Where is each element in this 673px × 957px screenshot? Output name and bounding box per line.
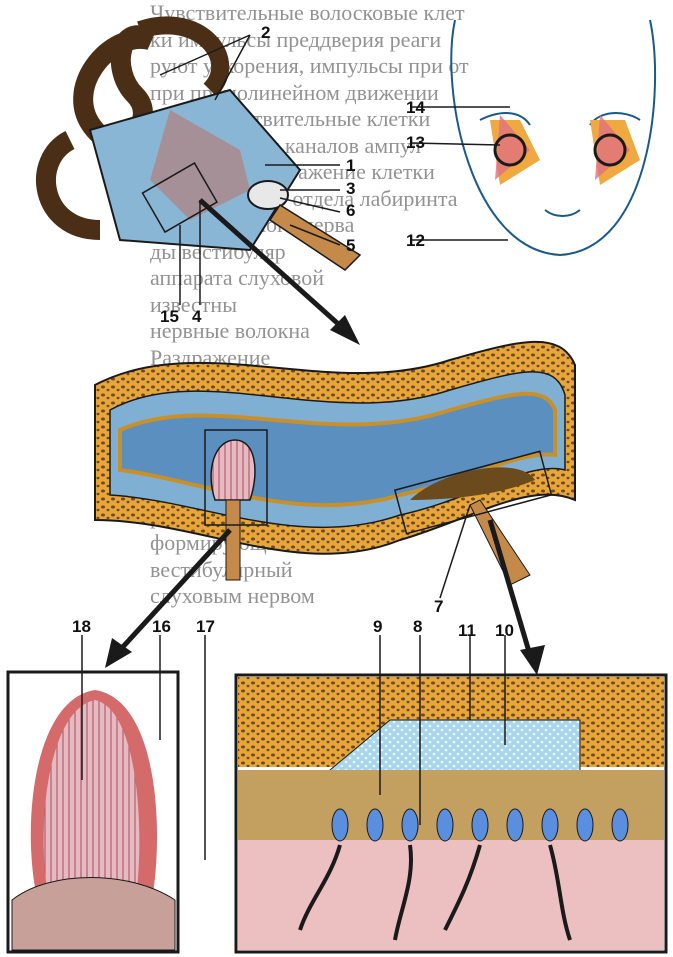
inset-box-macula — [141, 162, 219, 234]
label-2: 2 — [261, 23, 270, 42]
mouth — [544, 209, 581, 217]
saccule — [247, 180, 289, 210]
pointer-arrow — [198, 198, 347, 332]
text-line: вестибулярный — [150, 556, 293, 582]
macula — [410, 467, 535, 500]
connective-tissue — [238, 840, 664, 950]
label-13: 13 — [406, 133, 425, 152]
hair-cell — [401, 808, 419, 842]
cupula-fibers — [43, 700, 140, 905]
cupula — [210, 439, 256, 501]
text-line: нервные волокна — [150, 318, 310, 343]
labyrinth-figure — [36, 16, 362, 271]
hair-cell — [331, 808, 349, 842]
label-17: 17 — [196, 617, 215, 636]
inset-box-cupula — [204, 429, 268, 526]
hair-cell — [366, 808, 384, 842]
arrowhead — [105, 638, 132, 668]
label-14: 14 — [406, 98, 425, 117]
leader-lines — [81, 34, 510, 860]
nerve-fiber — [469, 499, 531, 586]
crista-cells — [11, 877, 176, 951]
text-line: руют ускорения, импульсы при от — [150, 53, 469, 78]
semicircular-canal — [36, 131, 101, 240]
inset-box-macula — [393, 450, 553, 535]
label-12: 12 — [406, 231, 425, 250]
head-outline — [450, 19, 657, 257]
canal-ring — [493, 133, 527, 167]
vestibular-nerve — [268, 203, 362, 271]
hair-cell — [611, 808, 629, 842]
nerve-fiber — [225, 499, 241, 581]
label-1: 1 — [346, 156, 355, 175]
hair-cell — [506, 808, 524, 842]
label-3: 3 — [346, 179, 355, 198]
semicircular-canal — [137, 16, 230, 97]
pointer-arrow — [487, 519, 533, 656]
label-18: 18 — [72, 617, 91, 636]
arrowhead — [330, 315, 360, 345]
label-6: 6 — [346, 201, 355, 220]
hair-cell — [436, 808, 454, 842]
head-figure — [450, 19, 657, 257]
hair-cell — [576, 808, 594, 842]
eyebrow — [479, 112, 531, 126]
label-10: 10 — [495, 621, 514, 640]
canal-section — [94, 340, 576, 586]
label-5: 5 — [346, 236, 355, 255]
label-15: 15 — [160, 307, 179, 326]
labels: 2 1 3 6 5 15 4 14 13 12 7 9 8 11 10 18 1… — [72, 23, 514, 640]
hair-cell — [541, 808, 559, 842]
label-11: 11 — [458, 621, 476, 640]
cupula-detail — [6, 670, 180, 954]
hair-cells — [331, 808, 629, 842]
nerve-fibers — [298, 844, 572, 941]
arrowhead — [520, 645, 545, 675]
label-8: 8 — [413, 617, 422, 636]
text-line: Чувствительные волосковые клет — [150, 0, 465, 25]
utricle — [150, 110, 250, 220]
label-9: 9 — [373, 617, 382, 636]
label-4: 4 — [192, 307, 202, 326]
label-7: 7 — [434, 597, 443, 616]
hair-cell — [471, 808, 489, 842]
macula-detail — [234, 673, 668, 954]
pointer-arrow — [118, 528, 232, 652]
text-line: известны — [150, 291, 237, 317]
label-16: 16 — [152, 617, 171, 636]
canal-ring — [593, 133, 627, 167]
